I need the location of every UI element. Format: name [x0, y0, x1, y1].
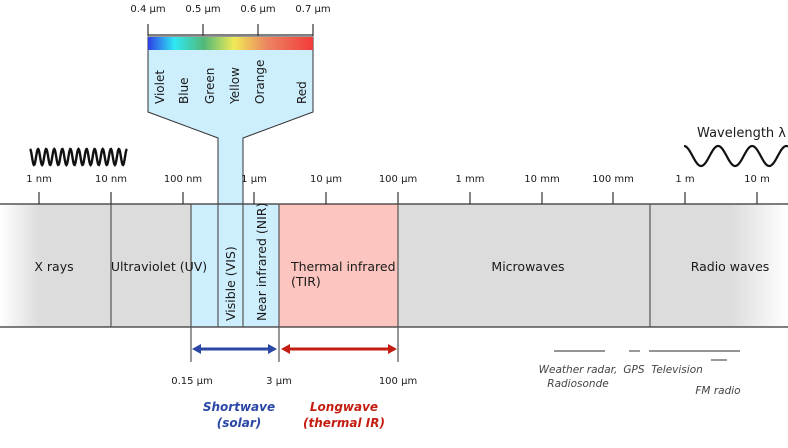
band-radio-bg-fade	[730, 204, 788, 327]
band-radio-bg	[650, 204, 730, 327]
band-label-tir: Thermal infrared	[290, 259, 396, 274]
visible-scale-ticks: 0.4 µm 0.5 µm 0.6 µm 0.7 µm	[130, 4, 331, 36]
main-scale-tick-label: 100 nm	[164, 174, 202, 185]
band-microwave-bg	[398, 204, 650, 327]
main-scale-ticks: 1 nm 10 nm 100 nm 1 µm 10 µm 100 µm 1 mm 10 mm 1…	[26, 174, 770, 204]
longwave-end-label: 100 µm	[379, 376, 417, 387]
main-scale-tick-label: 100 µm	[379, 174, 417, 185]
visible-color-label: Red	[295, 81, 309, 104]
longwave-arrowhead-left	[281, 344, 290, 354]
band-label-nir: Near infrared (NIR)	[254, 203, 269, 321]
band-label-radio: Radio waves	[691, 259, 770, 274]
visible-color-labels: Violet Blue Green Yellow Orange Red	[153, 60, 309, 105]
shortwave-end-label: 3 µm	[266, 376, 292, 387]
main-scale-tick-label: 10 m	[744, 174, 770, 185]
wavelength-title: Wavelength λ	[697, 126, 786, 141]
band-uv-bg	[111, 204, 191, 327]
main-scale-tick-label: 100 mm	[592, 174, 634, 185]
long-wavelength-wave-icon	[683, 144, 788, 168]
visible-scale-tick-label: 0.5 µm	[185, 4, 220, 15]
visible-scale-tick-label: 0.6 µm	[240, 4, 275, 15]
longwave-sublabel: (thermal IR)	[303, 416, 385, 430]
app-label-radiosonde: Radiosonde	[547, 378, 608, 390]
short-wavelength-wave-icon	[29, 147, 128, 167]
main-scale-tick-label: 10 µm	[310, 174, 342, 185]
app-label-fm-radio: FM radio	[695, 385, 740, 397]
band-xrays-bg	[0, 204, 40, 327]
band-label-vis: Visible (VIS)	[223, 246, 238, 321]
shortwave-arrowhead-right	[268, 344, 277, 354]
app-label-television: Television	[651, 364, 703, 376]
main-scale-tick-label: 1 µm	[241, 174, 267, 185]
band-vis-bg	[218, 204, 243, 327]
main-scale-tick-label: 1 nm	[26, 174, 52, 185]
band-backgrounds	[0, 204, 788, 327]
longwave-arrowhead-right	[388, 344, 397, 354]
band-tir-bg	[279, 204, 398, 327]
band-nir-bg	[243, 204, 279, 327]
visible-color-label: Violet	[153, 70, 167, 104]
longwave-arrow	[281, 344, 397, 354]
visible-color-label: Blue	[177, 77, 191, 104]
main-scale-tick-label: 1 mm	[455, 174, 484, 185]
visible-color-label: Yellow	[228, 67, 242, 105]
band-label-uv: Ultraviolet (UV)	[111, 259, 207, 274]
visible-scale-tick-label: 0.7 µm	[295, 4, 330, 15]
applications	[554, 350, 740, 361]
band-label-microwaves: Microwaves	[491, 259, 564, 274]
visible-color-label: Green	[203, 68, 217, 104]
visible-color-bar	[148, 37, 313, 50]
shortwave-start-label: 0.15 µm	[171, 376, 213, 387]
shortwave-arrowhead-left	[192, 344, 201, 354]
main-scale-tick-label: 10 nm	[95, 174, 127, 185]
band-label-tir-abbr: (TIR)	[291, 274, 321, 289]
shortwave-label: Shortwave	[203, 400, 275, 414]
band-uv-blue-bg	[191, 204, 218, 327]
band-xrays-bg-solid	[40, 204, 111, 327]
band-label-xrays: X rays	[34, 259, 73, 274]
visible-scale-tick-label: 0.4 µm	[130, 4, 165, 15]
band-dividers	[110, 204, 651, 362]
longwave-label: Longwave	[310, 400, 378, 414]
shortwave-sublabel: (solar)	[217, 416, 261, 430]
app-label-gps: GPS	[623, 364, 644, 376]
main-scale-tick-label: 1 m	[675, 174, 694, 185]
visible-color-label: Orange	[253, 60, 267, 104]
shortwave-arrow	[192, 344, 277, 354]
main-scale-tick-label: 10 mm	[524, 174, 559, 185]
app-label-weather-radar: Weather radar,	[539, 364, 618, 376]
